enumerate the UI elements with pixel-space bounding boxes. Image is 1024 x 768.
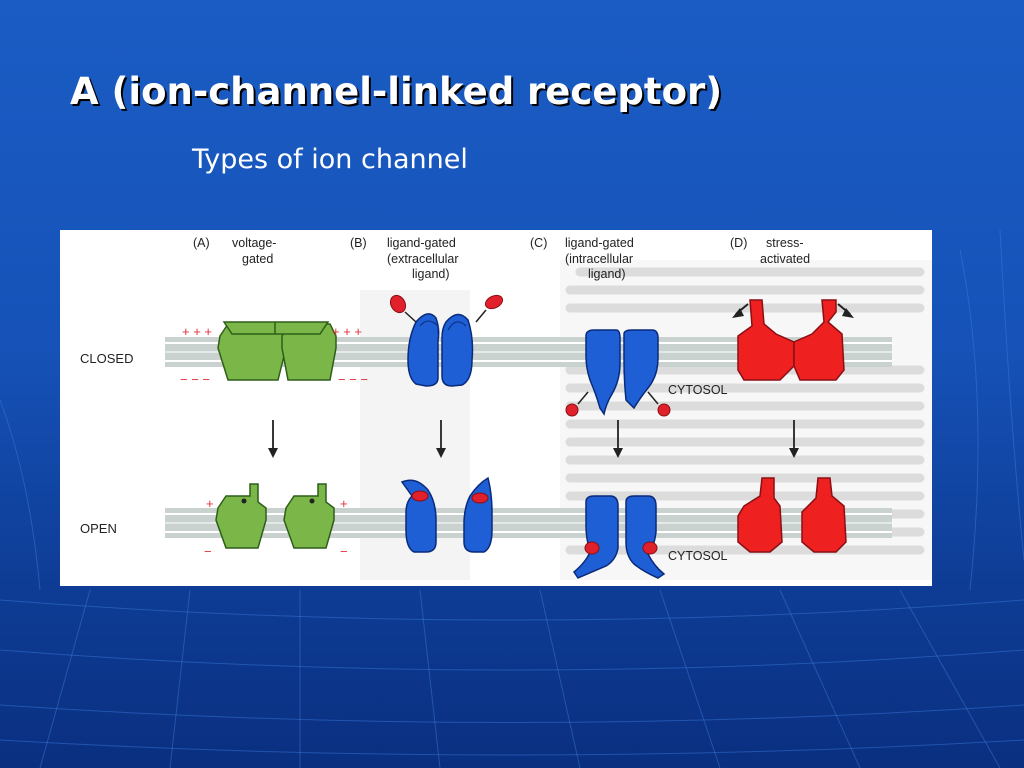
panel-header-a: (A) voltage- gated: [193, 236, 276, 266]
panel-c-line1: ligand-gated: [565, 236, 634, 250]
cytosol-label-open: CYTOSOL: [668, 549, 728, 563]
extracellular-ligand-channel-closed: [407, 313, 474, 387]
charge-closed-top-right: + + +: [332, 324, 362, 339]
charge-open-top-left: +: [206, 496, 214, 511]
ligand-intracellular-left: [565, 391, 589, 417]
panel-b-letter: (B): [350, 236, 367, 250]
panel-a-letter: (A): [193, 236, 210, 250]
cytosol-label-closed: CYTOSOL: [668, 383, 728, 397]
charge-open-bottom-left: −: [204, 544, 212, 559]
panel-b-line1: ligand-gated: [387, 236, 456, 250]
tension-arrow-left: [732, 303, 749, 318]
charge-closed-bottom-right: − − −: [338, 372, 368, 387]
ion-channel-figure: CLOSED OPEN (A) voltage- gated (B) ligan…: [60, 230, 932, 586]
stress-activated-channel-open: [737, 477, 847, 553]
panel-header-b: (B) ligand-gated (extracellular ligand): [350, 236, 459, 281]
voltage-gated-channel-closed: [217, 321, 337, 381]
charge-closed-bottom-left: − − −: [180, 372, 210, 387]
charge-open-bottom-right: −: [340, 544, 348, 559]
panel-c-line3: ligand): [588, 267, 626, 281]
panel-a-line1: voltage-: [232, 236, 276, 250]
ligand-intracellular-right: [647, 391, 671, 417]
charge-closed-top-left: + + +: [182, 324, 212, 339]
panel-b-line2: (extracellular: [387, 252, 459, 266]
ligand-free-right: [475, 294, 504, 323]
panel-d-line1: stress-: [766, 236, 804, 250]
stress-activated-channel-closed: [737, 299, 845, 381]
charge-open-top-right: +: [340, 496, 348, 511]
row-label-closed: CLOSED: [80, 351, 133, 366]
panel-a-line2: gated: [242, 252, 273, 266]
panel-header-d: (D) stress- activated: [730, 236, 810, 266]
intracellular-ligand-channel-open: [573, 495, 666, 579]
transition-arrows: [268, 420, 799, 458]
panel-b-line3: ligand): [412, 267, 450, 281]
ion-channel-diagram: CLOSED OPEN (A) voltage- gated (B) ligan…: [80, 236, 932, 580]
ligand-free-left: [389, 294, 417, 323]
slide-subtitle: Types of ion channel: [192, 144, 468, 175]
intracellular-ligand-channel-closed: [585, 329, 659, 416]
panel-d-letter: (D): [730, 236, 747, 250]
tension-arrow-right: [837, 303, 854, 318]
panel-d-line2: activated: [760, 252, 810, 266]
panel-c-letter: (C): [530, 236, 547, 250]
extracellular-ligand-channel-open: [400, 476, 493, 553]
voltage-gated-channel-open: [215, 483, 335, 549]
slide-title: A (ion-channel-linked receptor): [70, 70, 723, 113]
row-label-open: OPEN: [80, 521, 117, 536]
panel-header-c: (C) ligand-gated (intracellular ligand): [530, 236, 634, 281]
membrane-open: [165, 508, 892, 538]
panel-c-line2: (intracellular: [565, 252, 633, 266]
